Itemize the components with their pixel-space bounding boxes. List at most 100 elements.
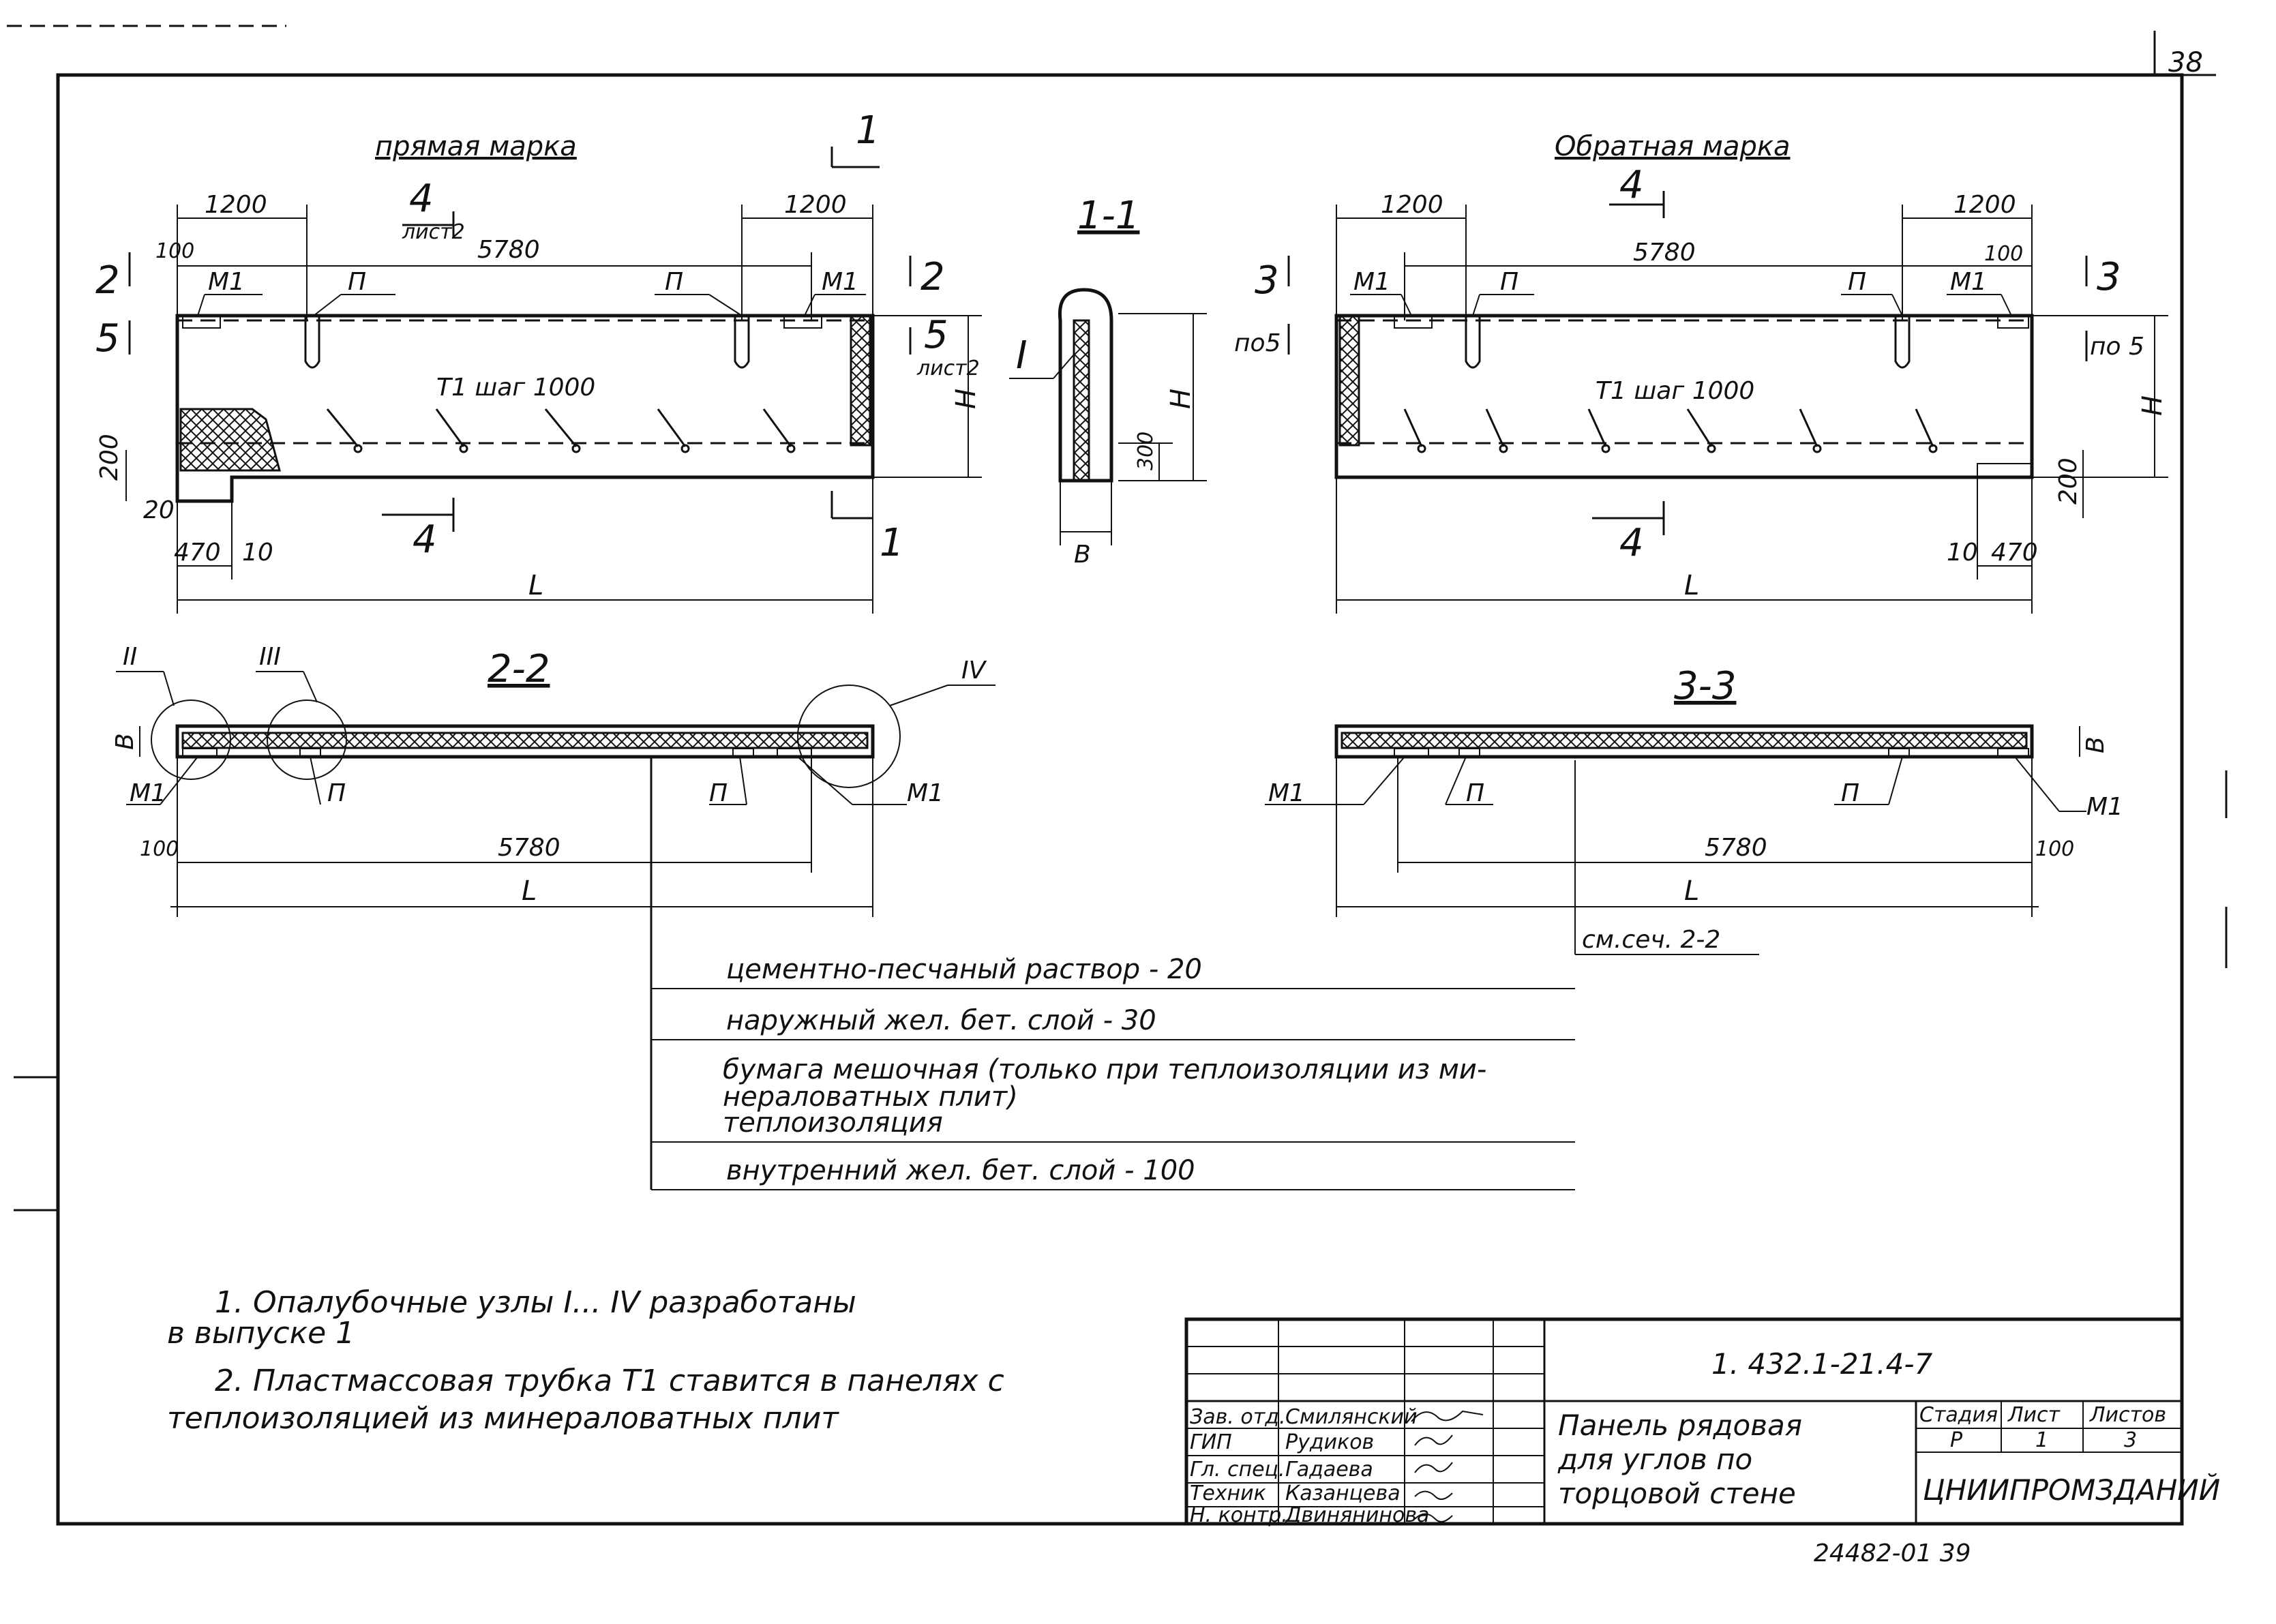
back-dim-H: H bbox=[2137, 395, 2168, 416]
person-2: Рудиков bbox=[1285, 1430, 1374, 1454]
layer-2: наружный жел. бет. слой - 30 bbox=[726, 1005, 1156, 1036]
front-m1-left-plate bbox=[182, 315, 221, 329]
back-edge-hatch bbox=[1338, 314, 1360, 447]
front-edge-hatch bbox=[850, 314, 871, 447]
s33-dim-100: 100 bbox=[2035, 837, 2074, 861]
front-dim-1200-right: 1200 bbox=[784, 191, 847, 219]
front-m1-right-plate bbox=[783, 315, 822, 329]
back-dim-L: L bbox=[1684, 570, 1699, 601]
layer-3: бумага мешочная (только при теплоизоляци… bbox=[723, 1054, 1486, 1085]
back-cut3-left: 3 bbox=[1255, 258, 1279, 303]
front-cut5-left: 5 bbox=[95, 316, 120, 361]
front-view-title: прямая марка bbox=[375, 131, 577, 162]
note-1: 1. Опалубочные узлы I... IV разработаны bbox=[215, 1285, 856, 1320]
doc-code: 1. 432.1-21.4-7 bbox=[1711, 1347, 1932, 1381]
s22-m1-left: М1 bbox=[130, 779, 166, 807]
s22-p-mid: П bbox=[709, 779, 728, 807]
back-cut4-top: 4 bbox=[1619, 163, 1644, 207]
sheet-value: 1 bbox=[2035, 1428, 2048, 1452]
s33-m1-right: М1 bbox=[2086, 793, 2123, 821]
person-1: Смилянский bbox=[1285, 1405, 1418, 1429]
front-cut1-top: 1 bbox=[856, 108, 880, 153]
node-II-label: II bbox=[123, 643, 137, 671]
section-1-1-title: 1-1 bbox=[1077, 194, 1139, 238]
archive-code: 24482-01 39 bbox=[1814, 1539, 1971, 1567]
back-dim-10: 10 bbox=[1947, 539, 1978, 567]
back-m1-right: М1 bbox=[1950, 268, 1987, 296]
back-cut3-right: 3 bbox=[2097, 255, 2121, 299]
front-loop-right bbox=[734, 316, 750, 369]
note-2b: теплоизоляцией из минераловатных плит bbox=[167, 1401, 839, 1436]
stage-value: Р bbox=[1950, 1428, 1963, 1452]
s22-m1-right: М1 bbox=[907, 779, 944, 807]
front-cut4-sheet: лист2 bbox=[402, 220, 465, 244]
section-2-2-title: 2-2 bbox=[488, 647, 550, 691]
back-dim-1200-left: 1200 bbox=[1381, 191, 1443, 219]
page-number: 38 bbox=[2168, 47, 2203, 78]
back-dim-5780: 5780 bbox=[1633, 239, 1696, 267]
front-loop-left bbox=[304, 316, 320, 369]
s33-dim-L: L bbox=[1684, 875, 1699, 907]
front-dim-10: 10 bbox=[242, 539, 273, 567]
sheet-frame: 38 24482-01 39 bbox=[7, 25, 2228, 1567]
back-m1-right-plate bbox=[1997, 315, 2029, 329]
back-dim-470: 470 bbox=[1991, 539, 2038, 567]
front-dim-L: L bbox=[528, 570, 543, 601]
note-1b: в выпуске 1 bbox=[167, 1316, 355, 1351]
front-panel-outline bbox=[175, 314, 875, 503]
section-1-1: 1-1 В 300 H I bbox=[1009, 194, 1207, 569]
front-cut4-top: 4 bbox=[409, 177, 434, 221]
back-po5-right: по 5 bbox=[2090, 333, 2144, 361]
doc-name-2: для углов по bbox=[1557, 1443, 1752, 1476]
section-2-2: 2-2 II III IV М1 М1 П П В 100 5780 L bbox=[111, 643, 995, 917]
back-dim-200: 200 bbox=[2054, 457, 2082, 505]
front-m1-right: М1 bbox=[822, 268, 858, 296]
s22-dim-L: L bbox=[522, 875, 537, 907]
layer-3b: нераловатных плит) bbox=[723, 1081, 1018, 1113]
front-break-hatch bbox=[179, 408, 281, 472]
front-cut5-right: 5 bbox=[924, 313, 948, 357]
node-III-circle bbox=[267, 700, 347, 780]
layer-1: цементно-песчаный раствор - 20 bbox=[726, 954, 1202, 985]
front-dim-1200-left: 1200 bbox=[205, 191, 267, 219]
back-po5-left: по5 bbox=[1234, 329, 1281, 357]
front-dim-200: 200 bbox=[95, 434, 123, 481]
s22-dim-5780: 5780 bbox=[498, 834, 560, 862]
node-IV-label: IV bbox=[961, 657, 987, 685]
front-dim-100: 100 bbox=[155, 239, 194, 263]
person-4: Казанцева bbox=[1285, 1482, 1401, 1505]
role-5: Н. контр. bbox=[1190, 1503, 1288, 1527]
front-m1-left: М1 bbox=[208, 268, 245, 296]
node-II-circle bbox=[151, 700, 231, 780]
s33-B: В bbox=[2082, 736, 2110, 753]
section-1-1-outline bbox=[1058, 288, 1113, 483]
back-dim-1200-right: 1200 bbox=[1953, 191, 2016, 219]
stage-header: Стадия bbox=[1919, 1403, 1998, 1427]
front-cut1-bottom: 1 bbox=[880, 521, 904, 565]
front-cut2-left: 2 bbox=[95, 258, 120, 303]
front-cut2-right: 2 bbox=[920, 255, 945, 299]
role-3: Гл. спец. bbox=[1190, 1458, 1285, 1482]
back-p-left: П bbox=[1500, 268, 1518, 296]
role-1: Зав. отд. bbox=[1190, 1405, 1285, 1429]
front-cut5-sheet: лист2 bbox=[916, 357, 980, 380]
note-2: 2. Пластмассовая трубка Т1 ставится в па… bbox=[215, 1364, 1004, 1398]
s22-dim-100: 100 bbox=[140, 837, 179, 861]
section-3-3-title: 3-3 bbox=[1674, 664, 1736, 708]
front-cut4-bottom: 4 bbox=[413, 517, 437, 562]
signatures bbox=[1411, 1410, 1484, 1522]
front-p-right: П bbox=[665, 268, 683, 296]
notes: 1. Опалубочные узлы I... IV разработаны … bbox=[167, 1285, 1004, 1436]
section-1-1-300: 300 bbox=[1134, 432, 1158, 470]
sheets-header: Листов bbox=[2089, 1403, 2166, 1427]
doc-name-3: торцовой стене bbox=[1558, 1477, 1796, 1510]
back-m1-left-plate bbox=[1394, 315, 1433, 329]
section-1-1-B: В bbox=[1074, 541, 1091, 569]
section-1-1-H: H bbox=[1165, 389, 1197, 409]
doc-name-1: Панель рядовая bbox=[1558, 1409, 1802, 1442]
s33-dim-5780: 5780 bbox=[1705, 834, 1767, 862]
front-dim-H: H bbox=[950, 389, 982, 409]
front-dim-20: 20 bbox=[143, 496, 175, 524]
sheets-value: 3 bbox=[2124, 1428, 2137, 1452]
person-3: Гадаева bbox=[1285, 1458, 1373, 1482]
